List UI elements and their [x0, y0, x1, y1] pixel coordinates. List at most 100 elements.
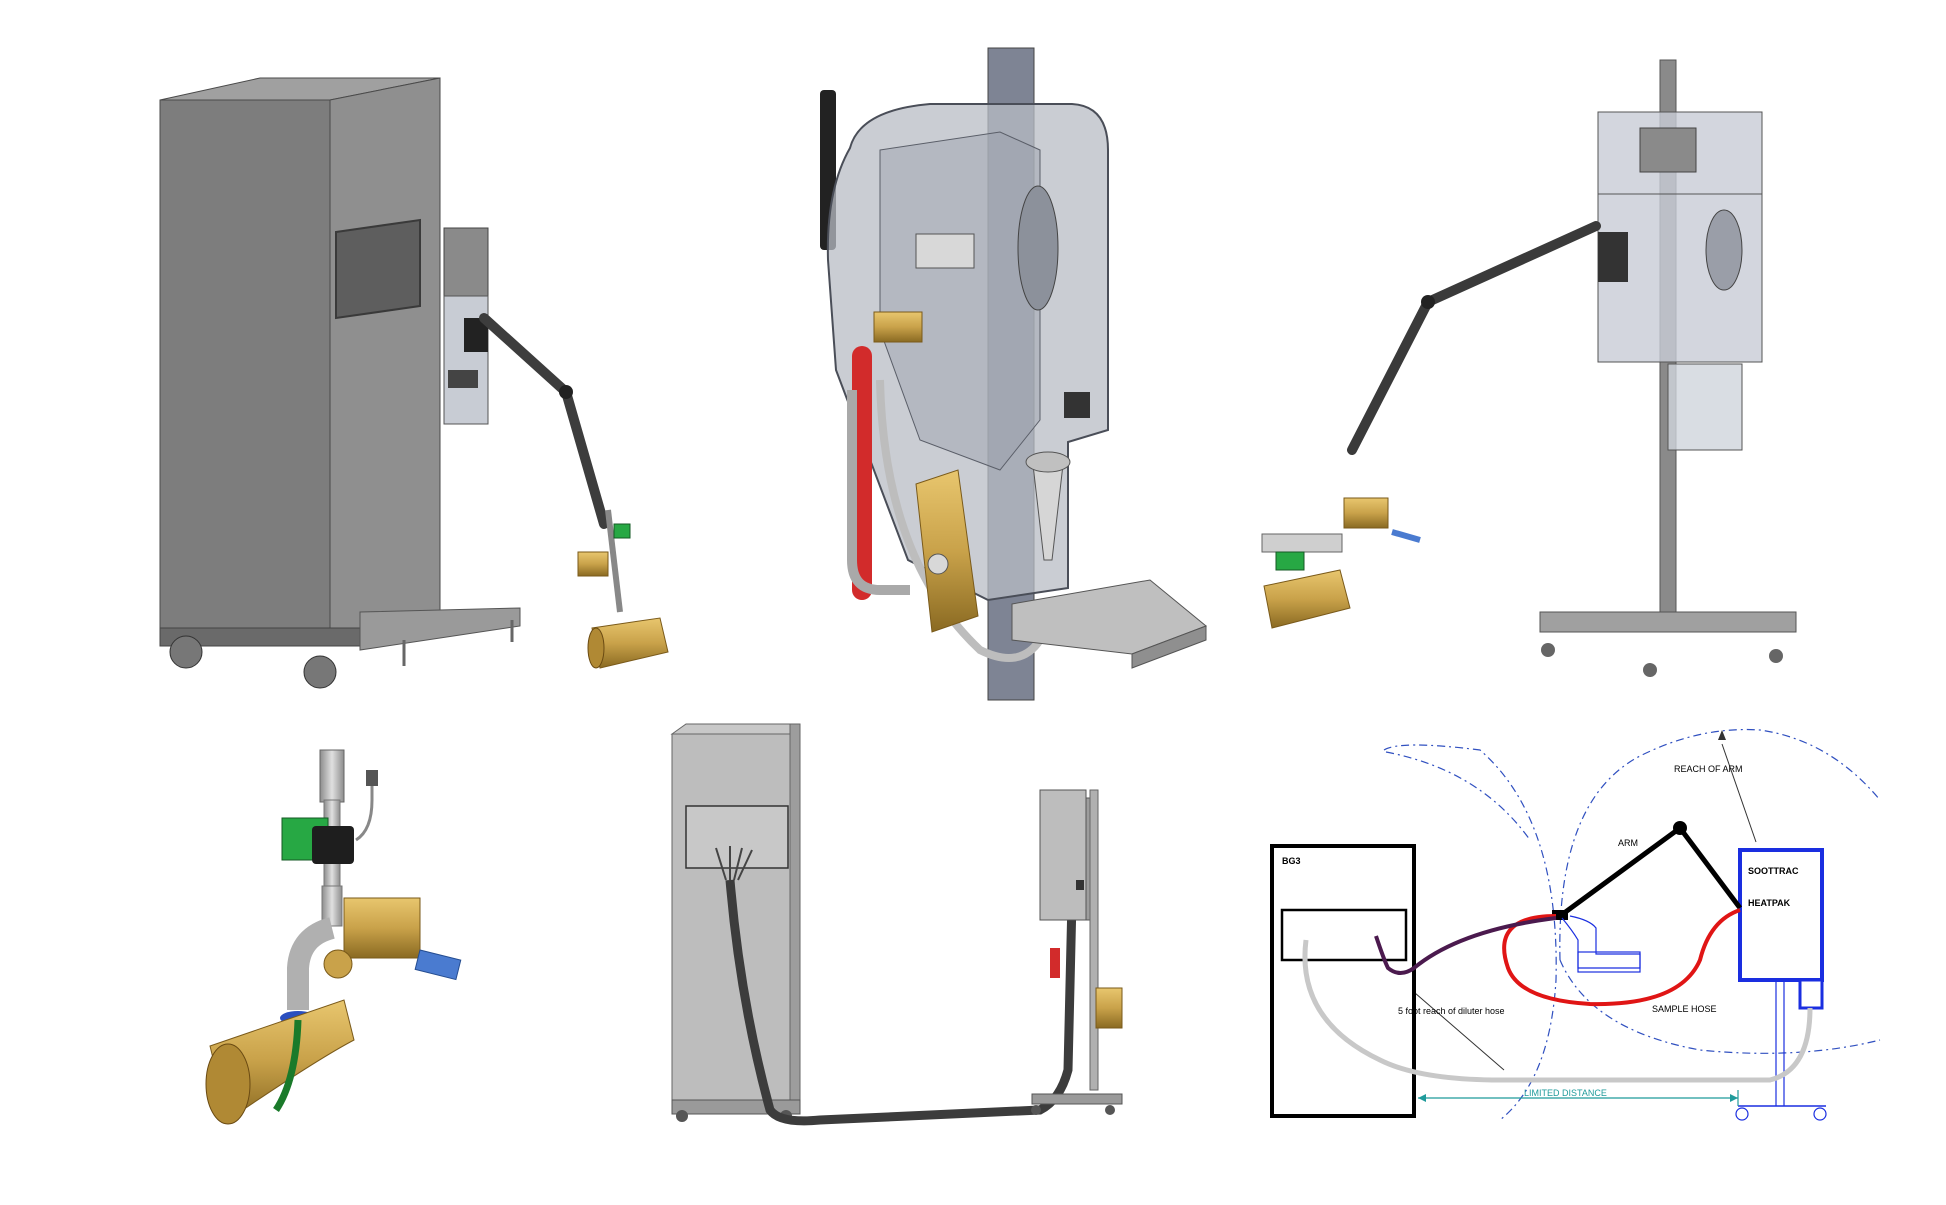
brass-valve: [343, 897, 421, 959]
pipe-saddle-edge: [587, 627, 605, 669]
connector-fitting: [414, 949, 462, 981]
brass-fitting: [323, 949, 353, 979]
stand-frame: [359, 607, 521, 651]
wheel-icon: [1813, 1107, 1827, 1121]
articulated-arm: [1347, 221, 1601, 455]
bg3-box: [1270, 844, 1416, 1118]
bg3-window: [1280, 908, 1408, 962]
pipe-saddle: [1263, 569, 1351, 629]
plug-icon: [366, 770, 378, 786]
arm-joint-icon: [1673, 821, 1687, 835]
cabinet-top: [670, 723, 795, 735]
arm-joint-icon: [559, 385, 573, 399]
dilution-tank: [1017, 185, 1059, 311]
connector-fitting: [1391, 529, 1421, 543]
cabinet-hose-render: [670, 723, 1123, 1126]
elbow-pipe: [287, 917, 336, 1010]
stand-pole: [1089, 789, 1099, 1091]
wire-bundle: [715, 846, 753, 881]
pipe-saddle: [915, 469, 979, 633]
soottrac-pump: [1798, 978, 1824, 1010]
articulated-arm: [479, 313, 609, 529]
wheel-icon: [169, 635, 203, 669]
wheel-icon: [1769, 649, 1783, 663]
sample-hose: [1502, 908, 1741, 1007]
quick-connect-fitting: [319, 749, 345, 803]
brass-valve: [1095, 987, 1123, 1029]
side-unit-top: [443, 227, 489, 299]
brass-valve: [577, 551, 609, 577]
sample-hose-label: SAMPLE HOSE: [1652, 1004, 1717, 1014]
cabinet-side: [789, 723, 801, 1105]
pipe-fitting: [1261, 533, 1343, 553]
dilution-hose: [1302, 939, 1813, 1083]
heater-block: [1639, 127, 1697, 173]
layout-schematic: BG3 SOOTTRAC HEATPAK ARM REACH OF ARM 5 …: [1270, 728, 1881, 1121]
stand-base: [1539, 611, 1797, 633]
arm-line: [1558, 825, 1742, 919]
arm-joint-icon: [1421, 295, 1435, 309]
dimension-arrow-icon: [1418, 1094, 1426, 1102]
reach-arc-left: [1383, 744, 1557, 1121]
sampler-housing: [1039, 789, 1087, 921]
wheel-icon: [1643, 663, 1657, 677]
reach-arrow-icon: [1718, 730, 1726, 740]
diluter-reach-label: 5 foot reach of diluter hose: [1398, 1006, 1505, 1016]
exhaust-box: [1577, 951, 1641, 973]
dilution-tank: [1705, 209, 1743, 291]
reach-arc-left-top: [1385, 751, 1531, 841]
heater-block: [915, 233, 975, 269]
control-box: [1598, 232, 1628, 282]
cyclone-top: [1025, 451, 1071, 473]
base-tray-front: [1131, 625, 1207, 669]
diluter-reach-line: [1399, 979, 1505, 1071]
power-cord: [355, 784, 374, 842]
side-unit-box: [448, 370, 478, 388]
exhaust-pipe-outline: [1561, 915, 1641, 969]
wheel-icon: [1541, 643, 1555, 657]
sample-tube: [273, 1019, 302, 1112]
reach-arc-lower: [1559, 959, 1881, 1054]
cabinet-arm-render: [159, 77, 669, 689]
green-valve-icon: [1275, 551, 1305, 571]
probe-stem: [605, 509, 623, 613]
cabinet-side: [329, 77, 441, 641]
solenoid-coil: [312, 826, 354, 864]
probe-head: [1552, 910, 1568, 920]
filter-housing: [1667, 363, 1743, 451]
soottrac-box: [1738, 848, 1824, 982]
stand-base: [1031, 1093, 1123, 1105]
wheel-icon: [1031, 1105, 1041, 1115]
reach-radius-line: [1721, 743, 1757, 843]
brass-valve: [873, 311, 923, 343]
valve-stem: [321, 885, 343, 927]
probe-valve-detail: [205, 749, 462, 1125]
diluter-hose: [1374, 916, 1557, 975]
heatpak-label: HEATPAK: [1748, 898, 1791, 908]
wheel-icon: [1735, 1107, 1749, 1121]
reach-label: REACH OF ARM: [1674, 764, 1743, 774]
cabinet-window: [685, 805, 789, 869]
wheel-icon: [1105, 1105, 1115, 1115]
control-box: [1076, 880, 1084, 890]
probe-fitting-icon: [927, 553, 949, 575]
pole-stand-render: [1261, 59, 1797, 677]
soottrac-label: SOOTTRAC: [1748, 866, 1799, 876]
inner-shell: [879, 131, 1041, 471]
pipe-saddle-edge: [205, 1043, 251, 1125]
gray-hose: [847, 390, 910, 595]
wheel-icon: [676, 1110, 688, 1122]
reach-arc-right: [1559, 728, 1881, 961]
brass-valve: [1343, 497, 1389, 529]
red-hose: [1050, 948, 1060, 978]
cabinet-base: [671, 1099, 801, 1115]
control-box: [1064, 392, 1090, 418]
green-valve-icon: [613, 523, 631, 539]
limited-distance-label: LIMITED DISTANCE: [1524, 1088, 1607, 1098]
sampler-cutaway-render: [820, 47, 1207, 701]
cabinet-window: [335, 218, 421, 320]
wheel-icon: [303, 655, 337, 689]
cabinet-front: [159, 99, 331, 641]
